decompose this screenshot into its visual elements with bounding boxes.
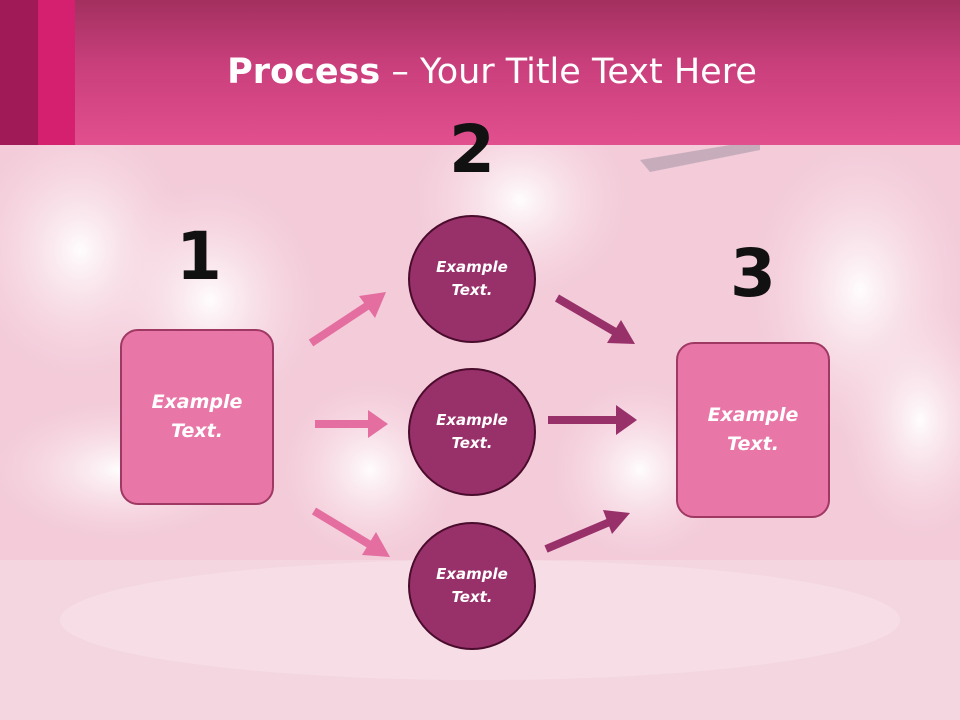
- step-3-text-line2: Text.: [727, 433, 779, 455]
- circle-middle-text: Example Text.: [422, 409, 522, 455]
- step-2-circle-top: Example Text.: [408, 215, 536, 343]
- step-2-circle-bottom: Example Text.: [408, 522, 536, 650]
- step-3-text-line1: Example: [707, 404, 799, 426]
- arrow-bottom-to-3: [544, 510, 630, 553]
- step-1-text-line2: Text.: [171, 420, 223, 442]
- arrow-1-to-top: [308, 292, 386, 347]
- arrow-1-to-middle: [315, 410, 388, 438]
- circle-bottom-text: Example Text.: [422, 563, 522, 609]
- title-rest: – Your Title Text Here: [380, 52, 757, 92]
- step-number-1: 1: [176, 218, 222, 295]
- step-1-box: Example Text.: [120, 329, 274, 505]
- title-bar: [0, 0, 960, 145]
- header-accent-bright: [38, 0, 75, 145]
- circle-bottom-line1: Example: [436, 565, 508, 583]
- step-number-3: 3: [730, 235, 776, 312]
- circle-middle-line1: Example: [436, 411, 508, 429]
- step-number-2: 2: [449, 111, 495, 188]
- slide-title: Process – Your Title Text Here: [0, 52, 960, 92]
- step-1-text: Example Text.: [132, 388, 262, 446]
- arrow-top-to-3: [554, 294, 635, 344]
- step-1-text-line1: Example: [151, 391, 243, 413]
- circle-top-line2: Text.: [451, 281, 493, 299]
- arrow-1-to-bottom: [311, 507, 390, 557]
- step-2-circle-middle: Example Text.: [408, 368, 536, 496]
- header-accent-dark: [0, 0, 38, 145]
- circle-bottom-line2: Text.: [451, 588, 493, 606]
- arrow-middle-to-3: [548, 405, 637, 435]
- step-3-box: Example Text.: [676, 342, 830, 518]
- circle-top-text: Example Text.: [422, 256, 522, 302]
- step-3-text: Example Text.: [688, 401, 818, 459]
- circle-middle-line2: Text.: [451, 434, 493, 452]
- title-bold: Process: [227, 52, 381, 92]
- circle-top-line1: Example: [436, 258, 508, 276]
